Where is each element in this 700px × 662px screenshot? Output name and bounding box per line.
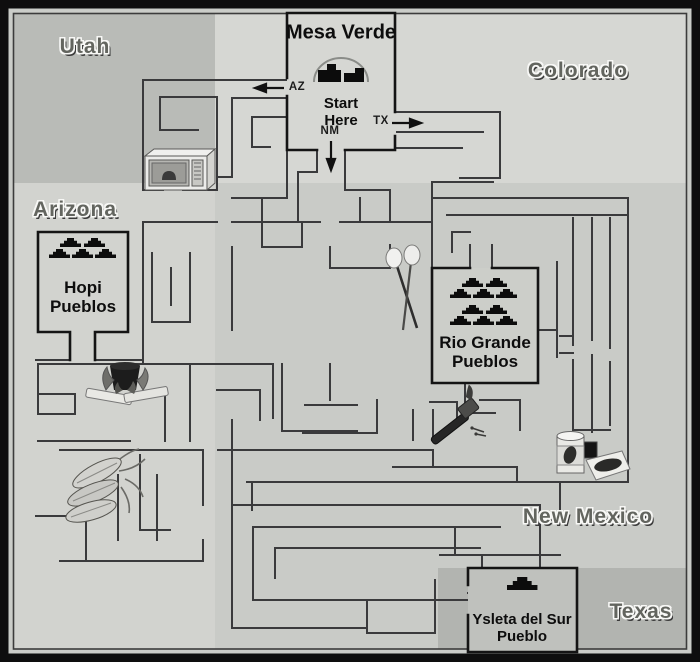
mesa-verde-title: Mesa Verde [285,21,397,44]
hopi-box-fill [38,232,128,332]
arizona-label: Arizona [32,198,118,221]
exit-arrows [251,82,425,174]
canned-food-illustration [556,431,631,481]
drum-beaters-illustration [385,244,421,331]
tx-exit-label: TX [373,115,389,127]
maze-walls-right [394,111,629,521]
colorado-label: Colorado [527,59,629,82]
az-arrow-icon [251,82,284,94]
maze-walls-bottom [35,331,561,634]
start-here-label: Start Here [323,94,359,129]
tx-arrow-icon [392,117,425,129]
hopi-pueblos-label: Hopi Pueblos [49,277,117,316]
cliff-dwelling-icon [313,57,369,83]
rio-grande-pueblos-label: Rio Grande Pueblos [439,332,531,371]
hammer-and-nails-illustration [430,384,487,445]
cooking-pot-on-fire-illustration [85,362,169,406]
box-borders [36,11,579,654]
az-exit-label: AZ [288,81,306,93]
nm-exit-label: NM [320,125,340,137]
microwave-illustration [143,147,217,192]
new-mexico-label: New Mexico [522,505,654,528]
nm-arrow-icon [325,141,337,174]
utah-label: Utah [59,35,111,58]
texas-label: Texas [609,600,673,623]
ysleta-del-sur-pueblo-label: Ysleta del Sur Pueblo [472,611,572,645]
rio-grande-box-fill [432,268,538,383]
boxes [36,11,579,654]
corn-illustration [65,448,146,523]
